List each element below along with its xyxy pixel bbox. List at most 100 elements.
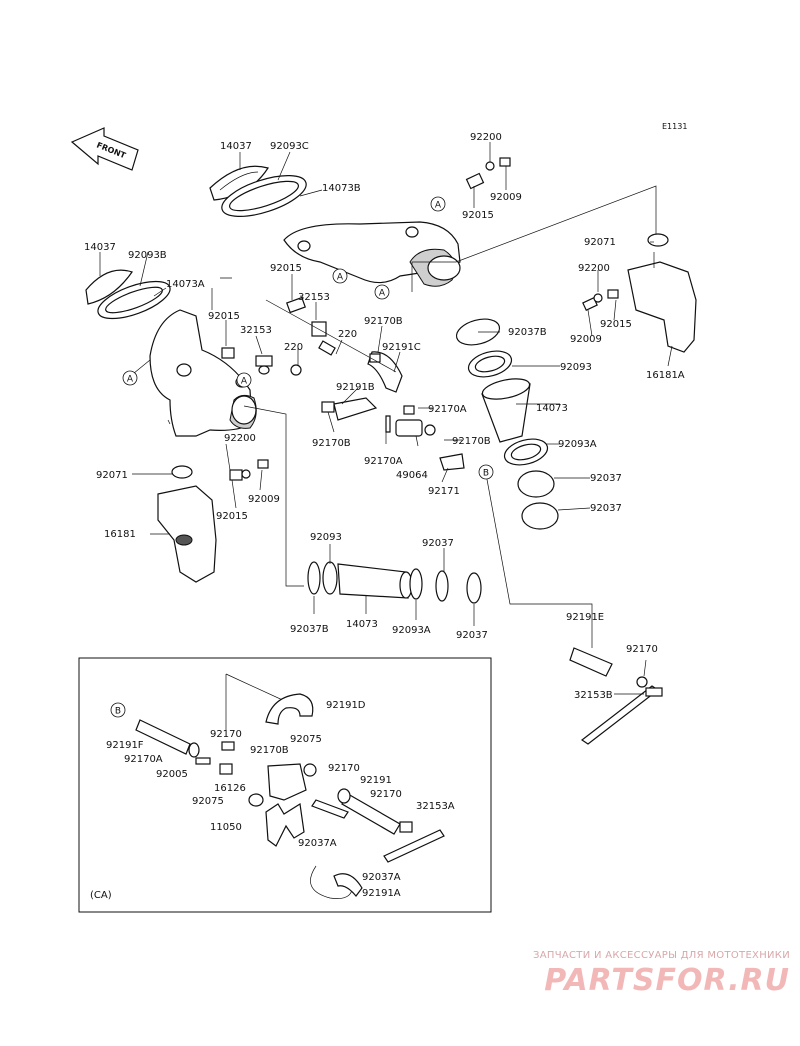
- label: 92191F: [106, 740, 144, 751]
- callout-a-5: [236, 372, 252, 388]
- label: 49064: [396, 470, 428, 481]
- label: 92037: [590, 473, 622, 484]
- callout-b-2-text: B: [115, 707, 121, 717]
- label: 92093: [310, 532, 342, 543]
- duct-left-assembly: [149, 309, 257, 437]
- label: 92191E: [566, 612, 604, 623]
- label: 92170A: [364, 456, 403, 467]
- gasket-14037-left: [85, 269, 133, 305]
- label: 92171: [428, 486, 460, 497]
- label: 92093A: [558, 439, 597, 450]
- callout-a-2: [332, 268, 348, 284]
- label: 92191A: [362, 888, 401, 899]
- watermark: ЗАПЧАСТИ И АКСЕССУАРЫ ДЛЯ МОТОТЕХНИКИ PA…: [480, 950, 790, 998]
- label: 92037: [590, 503, 622, 514]
- label: 92037A: [362, 872, 401, 883]
- label: 16126: [214, 783, 246, 794]
- bracket-16181a: [627, 233, 697, 353]
- label: 92075: [290, 734, 322, 745]
- valve-49064: [385, 405, 436, 437]
- label: 92071: [96, 470, 128, 481]
- callout-a-2-text: A: [337, 273, 344, 283]
- callout-a-1: [430, 196, 446, 212]
- label: 92037A: [298, 838, 337, 849]
- callout-a-5-text: A: [241, 377, 248, 387]
- label: 92015: [208, 311, 240, 322]
- label: 32153: [298, 292, 330, 303]
- label: 32153: [240, 325, 272, 336]
- bracket-16181: [157, 465, 217, 583]
- variant-note: (CA): [90, 890, 112, 901]
- clip-92171: [439, 453, 465, 471]
- label: 92200: [224, 433, 256, 444]
- label: 16181A: [646, 370, 685, 381]
- duct-upper-assembly: [283, 221, 461, 287]
- label: 92015: [216, 511, 248, 522]
- band-92093c-top: [221, 174, 307, 218]
- callout-a-4-text: A: [127, 375, 134, 385]
- watermark-logo: PARTSFOR.RU: [544, 963, 790, 998]
- label: 92015: [270, 263, 302, 274]
- label: 32153A: [416, 801, 455, 812]
- label: 92009: [248, 494, 280, 505]
- label: 92009: [490, 192, 522, 203]
- label: 92170B: [364, 316, 403, 327]
- label: 92071: [584, 237, 616, 248]
- label: 92191C: [382, 342, 421, 353]
- callout-a-3: [374, 284, 390, 300]
- ca-assembly: [135, 673, 445, 899]
- label: 92170B: [452, 436, 491, 447]
- label: 16181: [104, 529, 136, 540]
- intake-tube-lower: [307, 561, 482, 604]
- band-92093-right: [467, 350, 513, 378]
- callout-a-1-text: A: [435, 201, 442, 211]
- part-labels: 14037 92093C 14073B 92200 92009 92015 14…: [84, 132, 685, 901]
- hardware-left: [221, 347, 273, 481]
- label: 92037: [456, 630, 488, 641]
- label: 92170B: [312, 438, 351, 449]
- callout-b-2: [110, 702, 126, 718]
- label: 92170: [210, 729, 242, 740]
- callout-a-3-text: A: [379, 289, 386, 299]
- label: 92093C: [270, 141, 309, 152]
- label: 14073A: [166, 279, 205, 290]
- label: 92170: [328, 763, 360, 774]
- band-92093b-left: [97, 280, 171, 320]
- label: 92093: [560, 362, 592, 373]
- label: 92075: [192, 796, 224, 807]
- label: 14073B: [322, 183, 361, 194]
- clamps-92037-right: [517, 470, 559, 530]
- label: 32153B: [574, 690, 613, 701]
- label: 92093B: [128, 250, 167, 261]
- label: 92005: [156, 769, 188, 780]
- band-92093a-right: [503, 438, 549, 466]
- label: 92015: [462, 210, 494, 221]
- hose-92191b: [321, 397, 378, 421]
- label: 14037: [84, 242, 116, 253]
- ca-variant-box: [78, 657, 492, 913]
- label: 14073: [346, 619, 378, 630]
- label: 92170: [370, 789, 402, 800]
- hardware-mid: [286, 296, 336, 376]
- label: 92170A: [124, 754, 163, 765]
- label: 92191D: [326, 700, 366, 711]
- label: 92200: [470, 132, 502, 143]
- watermark-caption: ЗАПЧАСТИ И АКСЕССУАРЫ ДЛЯ МОТОТЕХНИКИ: [533, 950, 790, 961]
- label: 92037: [422, 538, 454, 549]
- label: 14037: [220, 141, 252, 152]
- pipe-92191e: [569, 647, 663, 745]
- diagram-code: E1131: [662, 122, 687, 131]
- leader-lines: [99, 142, 673, 695]
- label: 92170A: [428, 404, 467, 415]
- label: 220: [338, 329, 357, 340]
- label: 11050: [210, 822, 242, 833]
- label: 14073: [536, 403, 568, 414]
- hardware-top-right: [465, 157, 619, 311]
- label: 92170B: [250, 745, 289, 756]
- label: 220: [284, 342, 303, 353]
- tube-14073-right: [481, 378, 531, 443]
- label: 92170: [626, 644, 658, 655]
- label: 92015: [600, 319, 632, 330]
- front-arrow-icon: FRONT: [70, 127, 139, 171]
